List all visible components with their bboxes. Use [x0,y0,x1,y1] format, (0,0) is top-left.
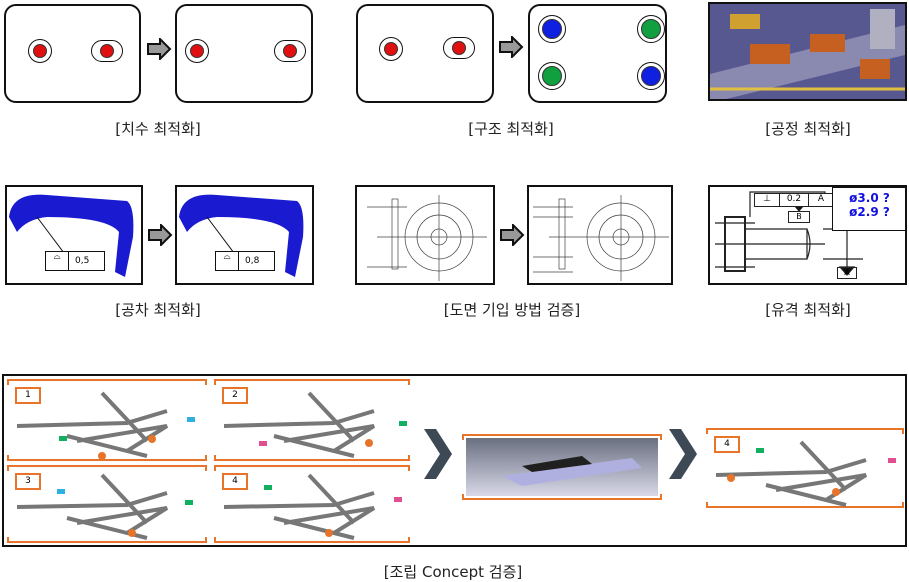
caption-clearance: [유격 최적화] [765,301,851,319]
hole-round [185,39,209,63]
hole-slot [443,37,475,59]
tolerance-value: 0,5 [75,256,90,266]
fcf-value: 0.2 [780,194,809,206]
caption-dimension: [치수 최적화] [115,120,201,138]
chevron-right-icon [669,429,697,479]
step-number: 3 [15,473,41,490]
caption-tolerance: [공차 최적화] [115,301,201,319]
datum-a: A [837,267,857,279]
assembly-step-3: 3 [7,465,207,543]
drawing-after-image [527,185,673,285]
caption-drawing: [도면 기입 방법 검증] [443,301,581,319]
dimension-before-panel [4,4,141,103]
tolerance-value: 0,8 [245,256,260,266]
factory-image [708,2,907,101]
tolerance-before-image: ⌓0,5 [5,185,143,285]
caption-structure: [구조 최적화] [468,120,554,138]
hole-round [28,39,52,63]
caption-process: [공정 최적화] [765,120,851,138]
structure-before-panel [356,4,494,103]
step-number: 2 [222,387,248,404]
step-number: 1 [15,387,41,404]
step-number: 4 [222,473,248,490]
drawing-before-image [355,185,495,285]
hole-blue [538,15,566,43]
hole-slot [91,40,123,62]
caption-assembly: [조립 Concept 검증] [383,563,523,581]
arrow-right-icon [147,38,172,60]
structure-after-panel [528,4,667,103]
assembly-step-2: 2 [214,379,410,461]
fcf-datum: A [817,194,825,204]
hole-round [379,37,403,61]
datum-b: B [788,211,810,223]
step-number: 4 [714,436,740,453]
assembly-simulation-screenshot [462,434,662,500]
hole-blue [637,62,665,90]
tolerance-after-image: ⌓0,8 [175,185,314,285]
assembly-step-4: 4 [214,465,410,543]
assembly-concept-frame: 1 2 3 4 4 [2,374,907,547]
clearance-question: ø3.0 ? [849,191,890,205]
hole-green [637,15,665,43]
arrow-right-icon [148,224,173,246]
chevron-right-icon [424,429,452,479]
assembly-result: 4 [706,428,904,508]
assembly-step-1: 1 [7,379,207,461]
clearance-question: ø2.9 ? [849,205,890,219]
arrow-right-icon [500,224,525,246]
arrow-right-icon [499,36,524,58]
hole-green [538,62,566,90]
hole-slot [274,40,306,62]
dimension-after-panel [175,4,313,103]
